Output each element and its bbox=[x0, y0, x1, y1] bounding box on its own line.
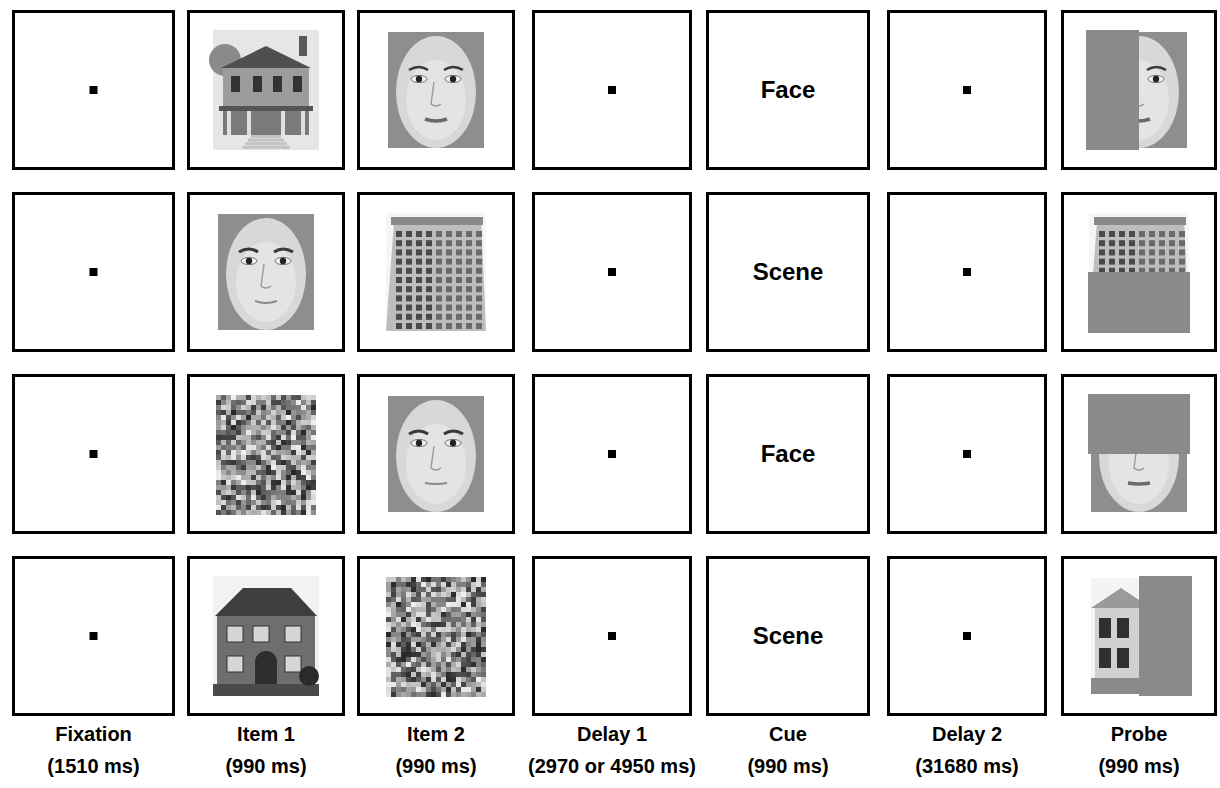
phase-duration: (990 ms) bbox=[225, 755, 306, 778]
fixation-dot bbox=[90, 86, 98, 94]
trial-frame bbox=[534, 194, 691, 351]
fixation-dot bbox=[90, 632, 98, 640]
trial-frame bbox=[359, 194, 514, 351]
probe-mask bbox=[1086, 30, 1139, 150]
fixation-dot bbox=[963, 268, 971, 276]
trial-frame bbox=[889, 194, 1046, 351]
probe-mask bbox=[1139, 576, 1192, 696]
trial-frame bbox=[359, 12, 514, 169]
trial-frame bbox=[189, 376, 344, 533]
trial-frame bbox=[14, 194, 174, 351]
fixation-dot bbox=[963, 450, 971, 458]
phase-name: Item 2 bbox=[407, 723, 465, 746]
fixation-dot bbox=[90, 268, 98, 276]
trial-frame bbox=[1063, 12, 1216, 169]
phase-duration: (990 ms) bbox=[1098, 755, 1179, 778]
trial-frame bbox=[1063, 194, 1216, 351]
trial-frame bbox=[14, 376, 174, 533]
trial-frame bbox=[889, 12, 1046, 169]
cue-frame: Face bbox=[706, 10, 870, 170]
trial-frame bbox=[534, 12, 691, 169]
phase-name: Fixation bbox=[55, 723, 132, 746]
trial-frame bbox=[189, 194, 344, 351]
cue-word: Face bbox=[761, 76, 816, 104]
fixation-dot bbox=[608, 450, 616, 458]
cue-word: Scene bbox=[753, 622, 824, 650]
fixation-dot bbox=[963, 632, 971, 640]
trial-frame bbox=[1063, 376, 1216, 533]
trial-frame bbox=[14, 558, 174, 715]
phase-duration: (990 ms) bbox=[395, 755, 476, 778]
phase-duration: (1510 ms) bbox=[47, 755, 139, 778]
trial-frame bbox=[189, 558, 344, 715]
cue-word: Face bbox=[761, 440, 816, 468]
cue-word: Scene bbox=[753, 258, 824, 286]
phase-name: Delay 2 bbox=[932, 723, 1002, 746]
trial-frame bbox=[359, 558, 514, 715]
fixation-dot bbox=[608, 268, 616, 276]
trial-frame bbox=[534, 376, 691, 533]
fixation-dot bbox=[963, 86, 971, 94]
phase-duration: (990 ms) bbox=[747, 755, 828, 778]
fixation-dot bbox=[608, 86, 616, 94]
phase-name: Item 1 bbox=[237, 723, 295, 746]
phase-name: Cue bbox=[769, 723, 807, 746]
trial-frame bbox=[1063, 558, 1216, 715]
fixation-dot bbox=[608, 632, 616, 640]
trial-frame bbox=[534, 558, 691, 715]
cue-frame: Scene bbox=[706, 192, 870, 352]
probe-mask bbox=[1088, 272, 1190, 333]
phase-name: Delay 1 bbox=[577, 723, 647, 746]
cue-frame: Scene bbox=[706, 556, 870, 716]
phase-duration: (31680 ms) bbox=[915, 755, 1018, 778]
probe-mask bbox=[1088, 394, 1190, 454]
trial-frame bbox=[359, 376, 514, 533]
cue-frame: Face bbox=[706, 374, 870, 534]
phase-name: Probe bbox=[1111, 723, 1168, 746]
trial-frame bbox=[14, 12, 174, 169]
trial-frame bbox=[889, 376, 1046, 533]
trial-frame bbox=[889, 558, 1046, 715]
trial-frame bbox=[189, 12, 344, 169]
phase-duration: (2970 or 4950 ms) bbox=[528, 755, 696, 778]
fixation-dot bbox=[90, 450, 98, 458]
